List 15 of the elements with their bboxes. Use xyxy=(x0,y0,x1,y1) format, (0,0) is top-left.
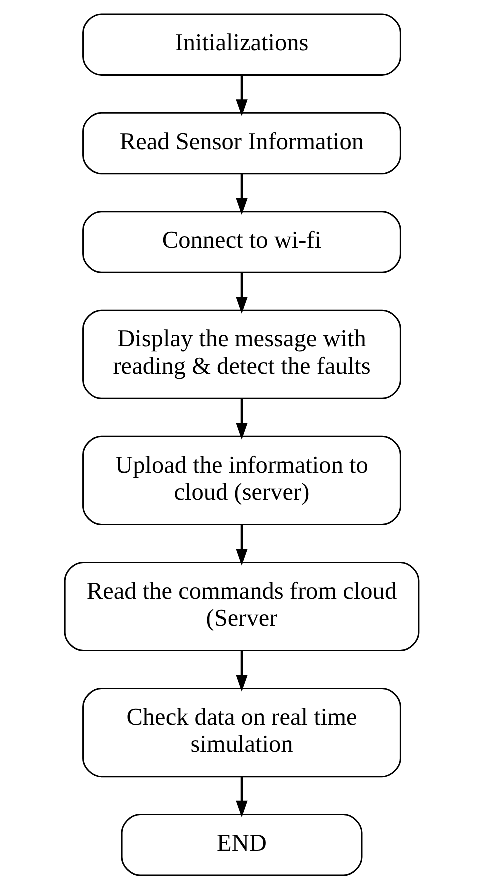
node-box: END xyxy=(121,814,363,876)
node-box: Connect to wi-fi xyxy=(82,211,402,274)
node-box: Read the commands from cloud (Server xyxy=(64,562,420,652)
arrow xyxy=(236,174,248,216)
arrow xyxy=(236,399,248,440)
node-box: Read Sensor Information xyxy=(82,112,402,175)
node-box: Upload the information to cloud (server) xyxy=(82,436,402,526)
node-box: Check data on real time simulation xyxy=(82,688,402,778)
node-box: Display the message with reading & detect the faults xyxy=(82,310,402,400)
arrow xyxy=(236,776,248,818)
arrow xyxy=(236,273,248,314)
node-box: Initializations xyxy=(82,14,402,76)
arrow xyxy=(236,651,248,692)
arrow xyxy=(236,76,248,116)
arrow xyxy=(236,525,248,566)
